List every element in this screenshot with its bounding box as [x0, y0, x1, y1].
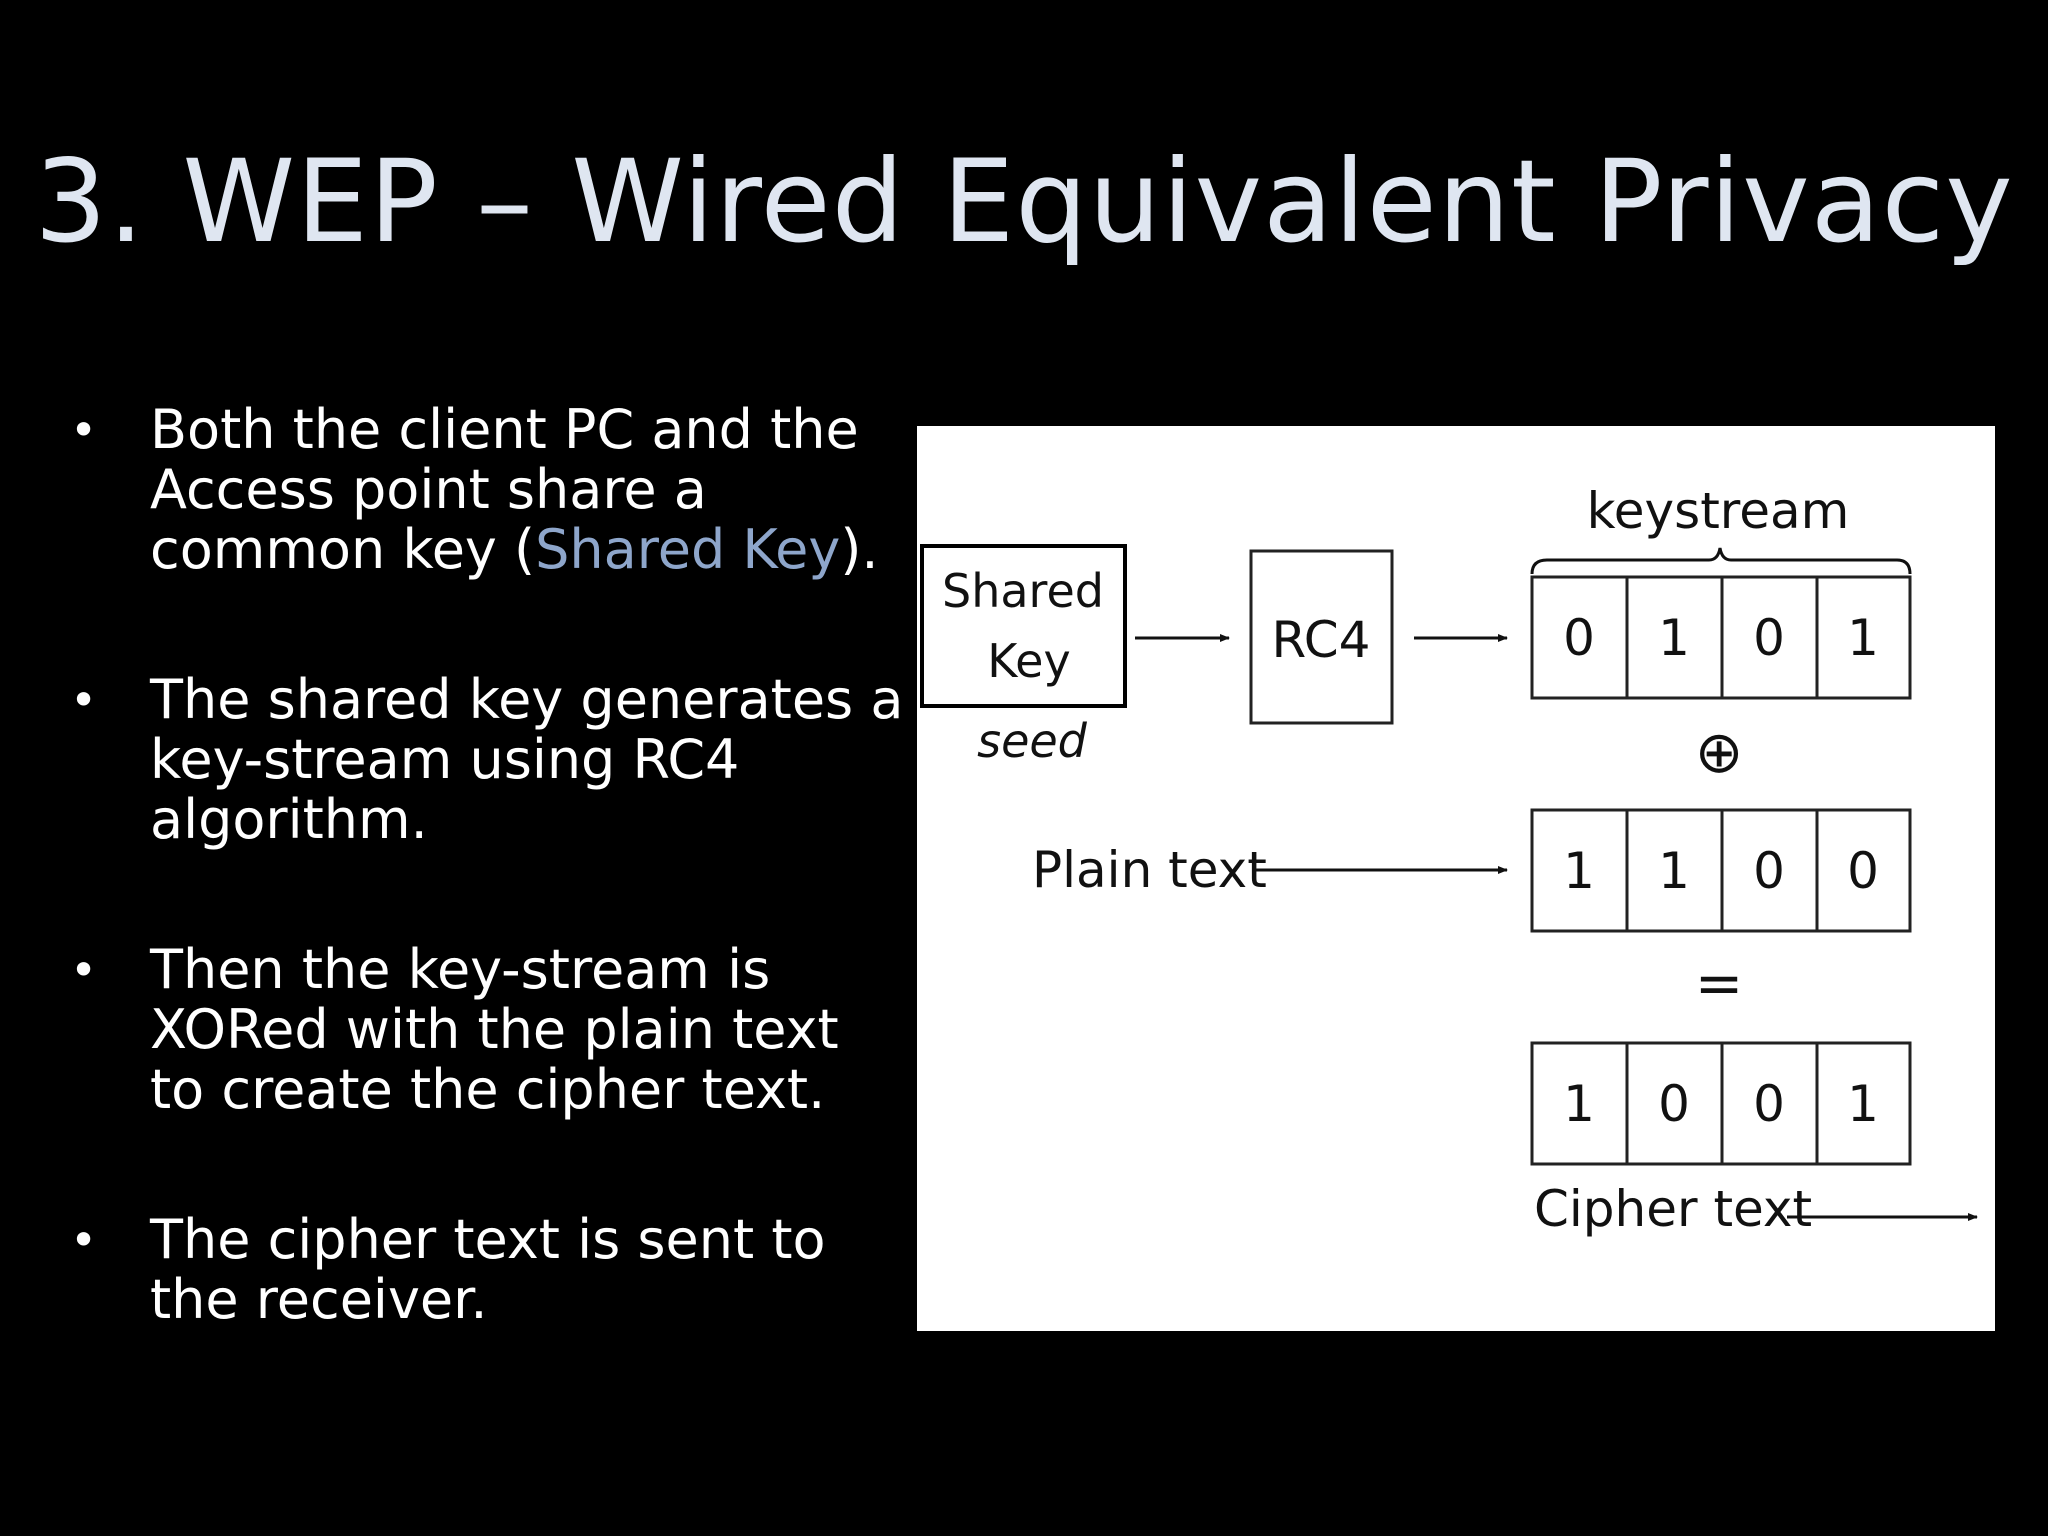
bullet-text-part: ). [840, 518, 879, 581]
bullet-dot-icon: • [70, 1213, 98, 1267]
plain-bit-cell [1625, 808, 1724, 933]
plain-bit-cell [1815, 808, 1912, 933]
keystream-bits-row: 0 1 0 1 [1530, 575, 1912, 700]
seed-label: seed [977, 714, 1088, 768]
rc4-box [1249, 549, 1394, 725]
bullet-text-part: Both the client PC and the Access point … [150, 398, 859, 581]
cipher-bit-cell [1815, 1041, 1912, 1166]
equals-icon: = [1695, 949, 1744, 1017]
slide-title: 3. WEP – Wired Equivalent Privacy [34, 135, 2014, 268]
cipher-bit: 1 [1563, 1075, 1595, 1133]
wep-diagram-svg: Shared Key seed RC4 keystream 0 1 0 1 ⊕ … [920, 482, 1978, 1238]
keystream-bit: 0 [1563, 609, 1595, 667]
keystream-bit-cell [1625, 575, 1724, 700]
wep-diagram: Shared Key seed RC4 keystream 0 1 0 1 ⊕ … [917, 426, 1995, 1331]
bullet-dot-icon: • [70, 943, 98, 997]
keystream-label: keystream [1587, 482, 1850, 540]
keystream-brace [1530, 547, 1912, 575]
keystream-bit: 0 [1753, 609, 1785, 667]
plain-bit-cell [1720, 808, 1819, 933]
cipher-bit: 0 [1658, 1075, 1690, 1133]
keystream-bit: 1 [1658, 609, 1690, 667]
bullet-dot-icon: • [70, 403, 98, 457]
cipher-bit-cell [1720, 1041, 1819, 1166]
plain-bit: 0 [1753, 842, 1785, 900]
bullet-text: The cipher text is sent to the receiver. [150, 1208, 826, 1331]
plain-bits-row: 1 1 0 0 [1530, 808, 1912, 933]
cipher-bit: 0 [1753, 1075, 1785, 1133]
shared-key-box [920, 544, 1127, 708]
keystream-bit-cell [1720, 575, 1819, 700]
bullet-dot-icon: • [70, 673, 98, 727]
bullet-text: Both the client PC and the Access point … [150, 400, 910, 580]
cipher-bit-cell [1530, 1041, 1629, 1166]
plain-text-label: Plain text [1032, 841, 1267, 899]
shared-key-highlight: Shared Key [535, 518, 841, 581]
plain-bit: 0 [1847, 842, 1879, 900]
shared-key-label-line1: Shared [942, 564, 1104, 618]
keystream-bit-cell [1530, 575, 1629, 700]
shared-key-label-line2: Key [987, 634, 1070, 688]
cipher-bit: 1 [1847, 1075, 1879, 1133]
plain-bit: 1 [1563, 842, 1595, 900]
plain-bit: 1 [1658, 842, 1690, 900]
xor-icon: ⊕ [1695, 718, 1744, 786]
keystream-bit: 1 [1847, 609, 1879, 667]
cipher-text-label: Cipher text [1534, 1180, 1812, 1238]
cipher-bits-row: 1 0 0 1 [1530, 1041, 1912, 1166]
bullet-text: The shared key generates a key-stream us… [150, 668, 904, 851]
bullet-text: Then the key-stream is XORed with the pl… [150, 938, 839, 1121]
keystream-bit-cell [1815, 575, 1912, 700]
rc4-label: RC4 [1272, 611, 1371, 669]
